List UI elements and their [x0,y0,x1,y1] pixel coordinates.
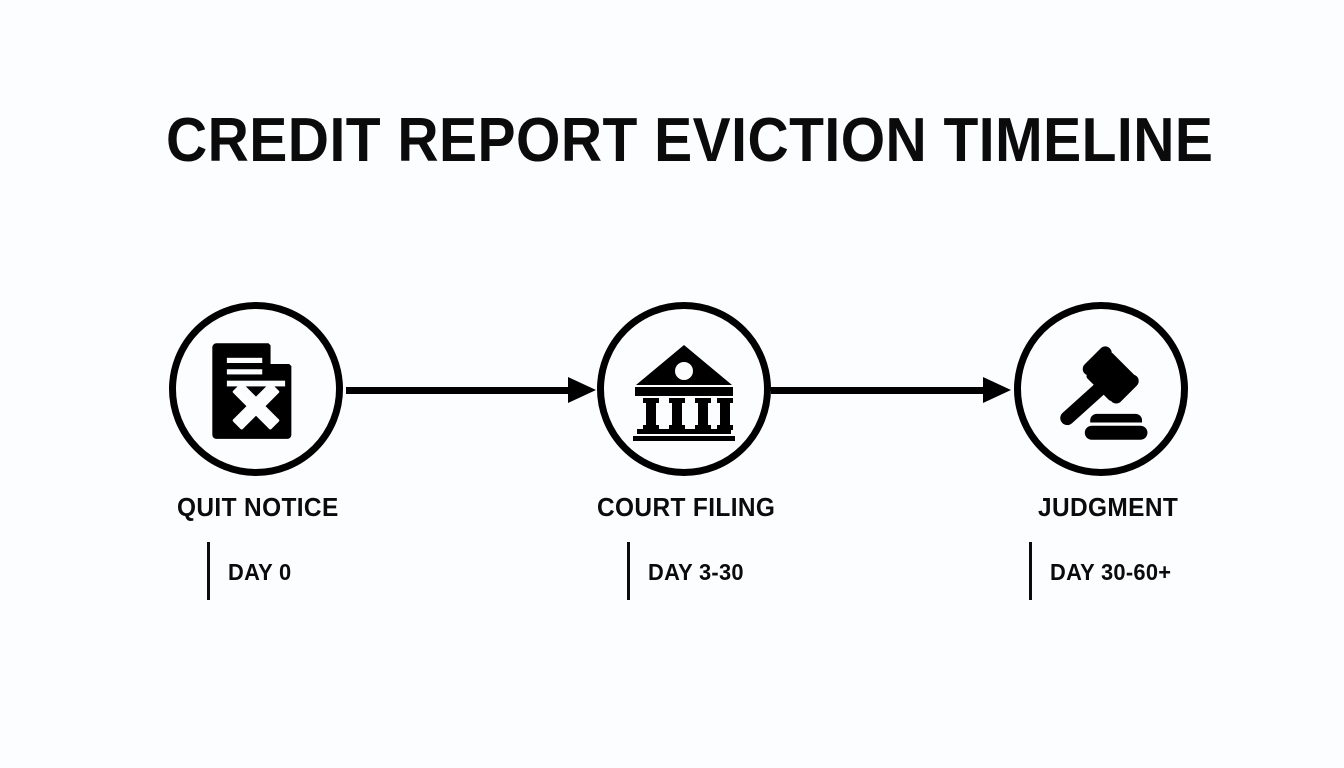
connector-arrow-1 [346,375,598,405]
timeline-label-judgment: JUDGMENT DAY 30-60+ [1029,492,1187,600]
stage-day-row: DAY 3-30 [627,542,749,600]
stage-day-label: DAY 0 [228,559,292,585]
stage-label: JUDGMENT [1038,492,1179,522]
arrow-line [346,387,572,394]
node-circle [1014,302,1188,476]
node-circle [169,302,343,476]
arrow-head-icon [568,377,596,403]
stage-day-row: DAY 0 [207,542,295,600]
gavel-icon [1014,302,1188,476]
stage-label: COURT FILING [597,492,776,522]
connector-arrow-2 [771,375,1015,405]
timeline-label-quit-notice: QUIT NOTICE DAY 0 [177,492,349,600]
node-circle [597,302,771,476]
tick-mark [1029,542,1032,600]
page-title: CREDIT REPORT EVICTION TIMELINE [166,106,1214,175]
arrow-head-icon [983,377,1011,403]
arrow-line [771,387,987,394]
stage-day-label: DAY 30-60+ [1050,559,1172,585]
document-x-icon [169,302,343,476]
stage-day-label: DAY 3-30 [648,559,744,585]
stage-day-row: DAY 30-60+ [1029,542,1178,600]
tick-mark [207,542,210,600]
timeline-label-court-filing: COURT FILING DAY 3-30 [597,492,787,600]
courthouse-icon [597,302,771,476]
stage-label: QUIT NOTICE [177,492,339,522]
tick-mark [627,542,630,600]
